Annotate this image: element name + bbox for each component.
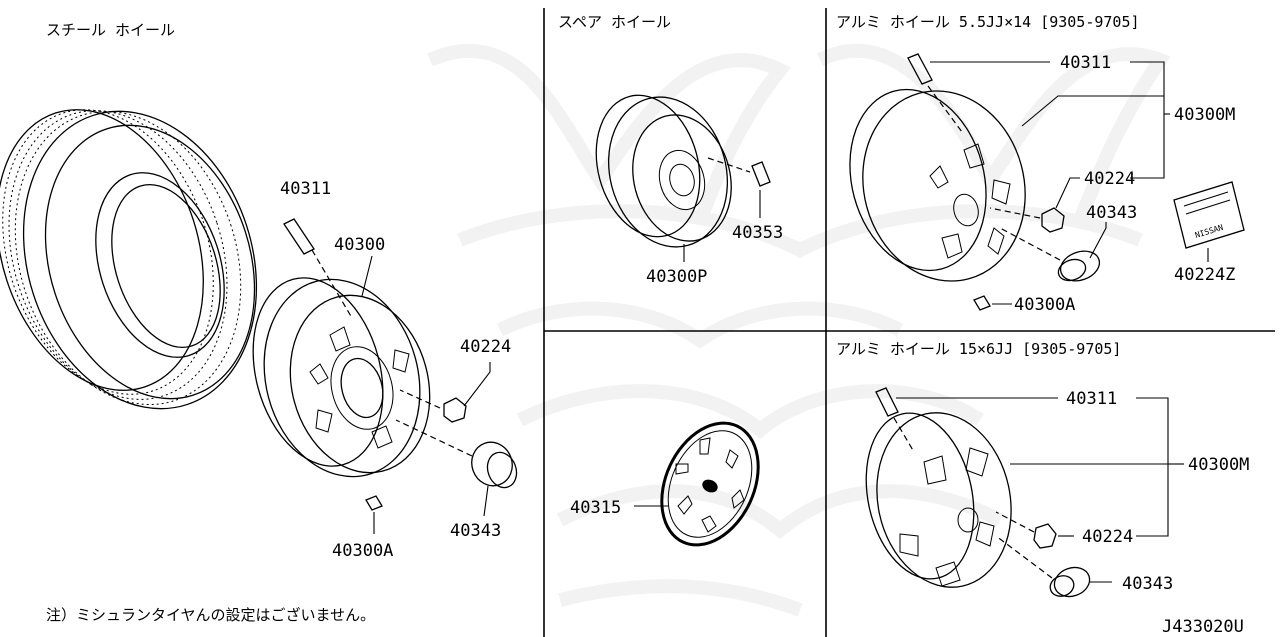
weight-40300A-steel [365, 495, 383, 534]
section-title-steel: スチール ホイール [46, 21, 175, 39]
label-40224-steel: 40224 [460, 337, 511, 357]
label-40224-alloy14: 40224 [1084, 169, 1135, 189]
section-title-alloy14: アルミ ホイール 5.5JJ×14 [9305-9705] [836, 13, 1140, 31]
nut-40224-alloy14 [989, 207, 1065, 233]
label-40343-alloy15: 40343 [1122, 574, 1173, 594]
label-40300A-alloy14: 40300A [1014, 295, 1075, 315]
label-40300A-steel: 40300A [332, 541, 393, 561]
cap-40343-steel [395, 419, 518, 517]
valve-40311-alloy14 [907, 53, 963, 133]
label-40343-alloy14: 40343 [1086, 203, 1137, 223]
nut-40224-steel [399, 362, 491, 423]
alloy14-wheel-drawing [849, 88, 1026, 282]
leader-bracket-alloy14 [1130, 61, 1165, 179]
section-title-alloy15: アルミ ホイール 15×6JJ [9305-9705] [836, 340, 1121, 358]
footnote: 注）ミシュランタイヤんの設定はございません。 [46, 606, 375, 624]
label-40311-alloy14: 40311 [1060, 53, 1111, 73]
label-40300M-alloy14: 40300M [1174, 105, 1235, 125]
label-40315-spare: 40315 [570, 498, 621, 518]
cap-40343-alloy14 [999, 227, 1101, 282]
spare-wheel-drawing [595, 94, 751, 248]
label-40300-steel: 40300 [334, 235, 385, 255]
label-40224-alloy15: 40224 [1082, 527, 1133, 547]
label-40300M-alloy15: 40300M [1188, 455, 1249, 475]
label-40300P-spare: 40300P [646, 267, 707, 287]
alloy15-wheel-drawing [865, 412, 1012, 588]
label-40343-steel: 40343 [450, 521, 501, 541]
wheel-cover-40315-drawing [634, 421, 760, 547]
weight-40353-spare [751, 161, 771, 218]
cap-40343-alloy15 [995, 535, 1091, 598]
valve-40311-alloy15 [875, 387, 915, 453]
label-40224Z-alloy14: 40224Z [1174, 265, 1235, 285]
nut-40224-alloy15 [995, 511, 1057, 549]
diagram-code: J433020U [1162, 617, 1244, 637]
valve-40311-steel [283, 218, 353, 319]
steel-wheel-drawing [252, 277, 431, 478]
label-40311-alloy15: 40311 [1066, 389, 1117, 409]
label-40311-steel: 40311 [280, 179, 331, 199]
leader-bracket-alloy15 [1136, 397, 1169, 537]
section-title-spare: スペア ホイール [558, 13, 671, 31]
tire-drawing [0, 109, 258, 410]
label-40353-spare: 40353 [732, 223, 783, 243]
weight-40300A-alloy14 [973, 295, 991, 311]
label-plate-40224Z: NISSAN [1173, 181, 1245, 262]
